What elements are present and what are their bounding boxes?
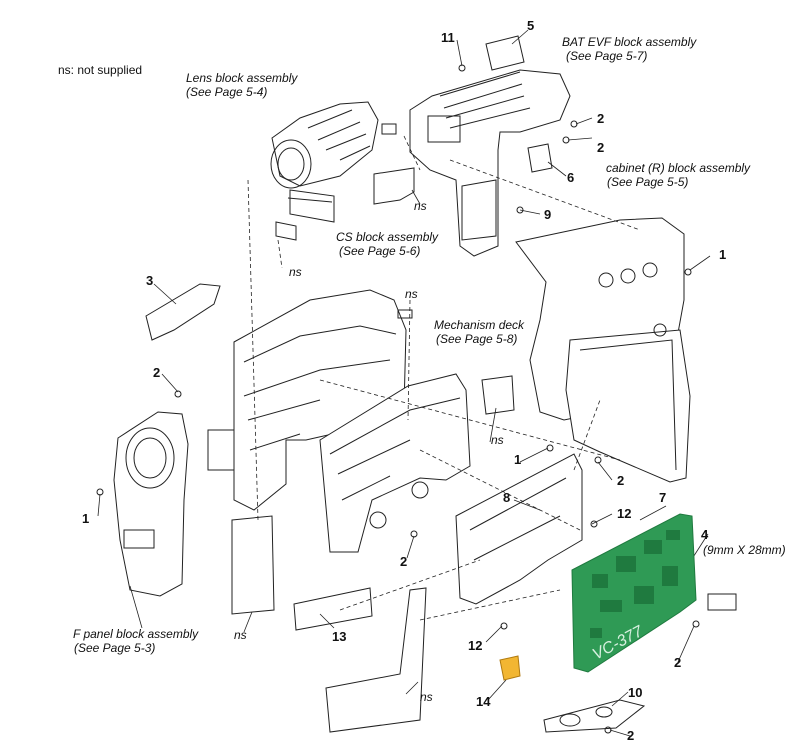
callout-6: 6 xyxy=(567,170,575,185)
legend-note: ns: not supplied xyxy=(58,63,143,77)
lens-assembly-title: Lens block assembly xyxy=(186,71,298,85)
callout-9: 9 xyxy=(544,207,552,222)
ns-label: ns xyxy=(405,287,418,301)
cs-assembly-title: CS block assembly xyxy=(336,230,439,244)
cabinet-r-assembly-ref: (See Page 5-5) xyxy=(607,175,689,189)
cabinet-r-assembly-title: cabinet (R) block assembly xyxy=(606,161,751,175)
callout-12: 12 xyxy=(468,638,483,653)
screws xyxy=(96,64,700,734)
callout-3: 3 xyxy=(146,273,154,288)
pcb-vc377-drawing: VC-377 xyxy=(571,513,697,673)
callout-1: 1 xyxy=(514,452,522,467)
lens-assembly-ref: (See Page 5-4) xyxy=(186,85,268,99)
part-14-drawing xyxy=(499,655,521,681)
callout-2: 2 xyxy=(627,728,635,743)
callout-5: 5 xyxy=(527,18,535,33)
callout-1: 1 xyxy=(719,247,727,262)
callout-10: 10 xyxy=(628,685,643,700)
ns-label: ns xyxy=(420,690,433,704)
ns-label: ns xyxy=(234,628,247,642)
mechanism-deck-drawing xyxy=(319,373,471,553)
bat-evf-assembly-title: BAT EVF block assembly xyxy=(562,35,697,49)
lens-block-drawing xyxy=(270,101,415,241)
callout-2: 2 xyxy=(400,554,408,569)
callout-12: 12 xyxy=(617,506,632,521)
callout-2: 2 xyxy=(597,140,605,155)
callout-1: 1 xyxy=(82,511,90,526)
bracket-frame-drawing xyxy=(455,453,583,605)
f-panel-assembly-ref: (See Page 5-3) xyxy=(74,641,156,655)
mechanism-deck-title: Mechanism deck xyxy=(434,318,525,332)
f-panel-drawing xyxy=(113,411,235,597)
callout-2: 2 xyxy=(617,473,625,488)
callout-7: 7 xyxy=(659,490,667,505)
ns-label: ns xyxy=(289,265,302,279)
callout-2: 2 xyxy=(153,365,161,380)
callout-4: 4 xyxy=(701,527,709,542)
callout-2: 2 xyxy=(674,655,682,670)
bat-evf-block-drawing xyxy=(409,35,571,257)
mechanism-deck-ref: (See Page 5-8) xyxy=(436,332,518,346)
callout-13: 13 xyxy=(332,629,347,644)
ns-label: ns xyxy=(491,433,504,447)
bat-evf-assembly-ref: (See Page 5-7) xyxy=(566,49,648,63)
callout-8: 8 xyxy=(503,490,511,505)
callout-11: 11 xyxy=(441,30,455,45)
ns-label: ns xyxy=(414,199,427,213)
grip-strap-drawing xyxy=(145,283,221,341)
part-4-size: (9mm X 28mm) xyxy=(703,543,786,557)
callout-14: 14 xyxy=(476,694,491,709)
cs-assembly-ref: (See Page 5-6) xyxy=(339,244,421,258)
cabinet-r-drawing xyxy=(515,217,691,483)
f-panel-assembly-title: F panel block assembly xyxy=(73,627,199,641)
callout-2: 2 xyxy=(597,111,605,126)
